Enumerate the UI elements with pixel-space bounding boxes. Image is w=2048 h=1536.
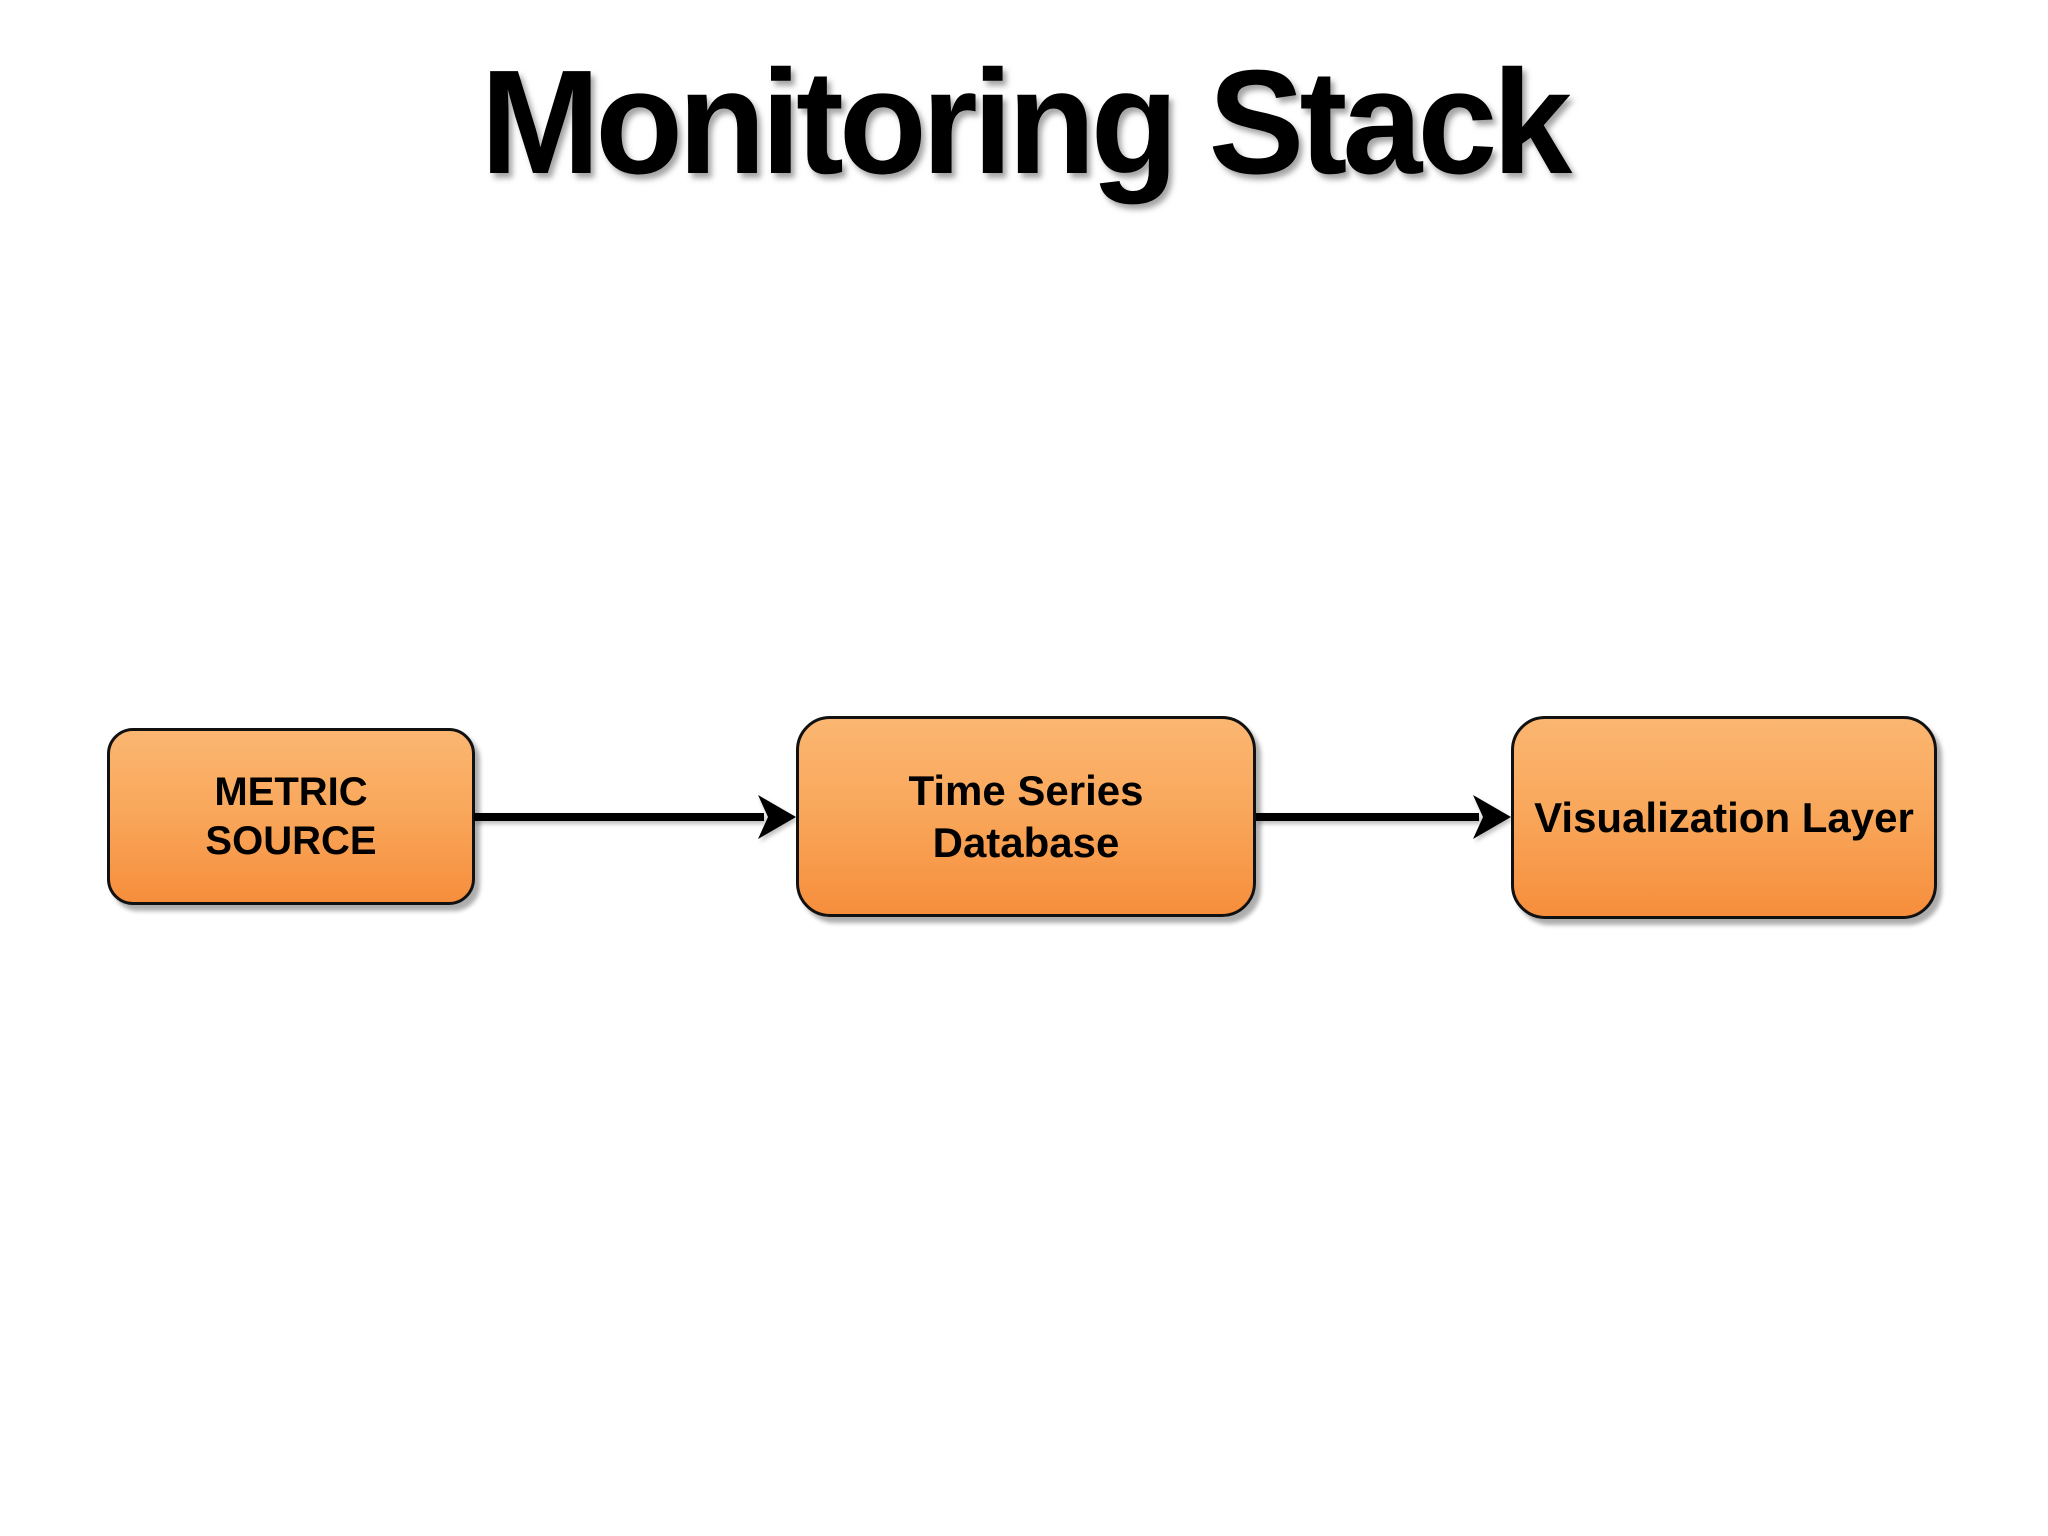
flow-arrow-icon bbox=[474, 783, 796, 851]
flow-arrow-icon bbox=[1256, 783, 1511, 851]
diagram-node-time-series-database: Time Series Database bbox=[796, 716, 1256, 917]
page-title: Monitoring Stack bbox=[480, 40, 1573, 205]
node-label: Time Series Database bbox=[908, 767, 1144, 866]
diagram-node-visualization-layer: Visualization Layer bbox=[1511, 716, 1937, 919]
node-label: METRIC SOURCE bbox=[205, 769, 377, 863]
node-label: Visualization Layer bbox=[1534, 793, 1914, 841]
diagram-node-metric-source: METRIC SOURCE bbox=[107, 728, 475, 905]
